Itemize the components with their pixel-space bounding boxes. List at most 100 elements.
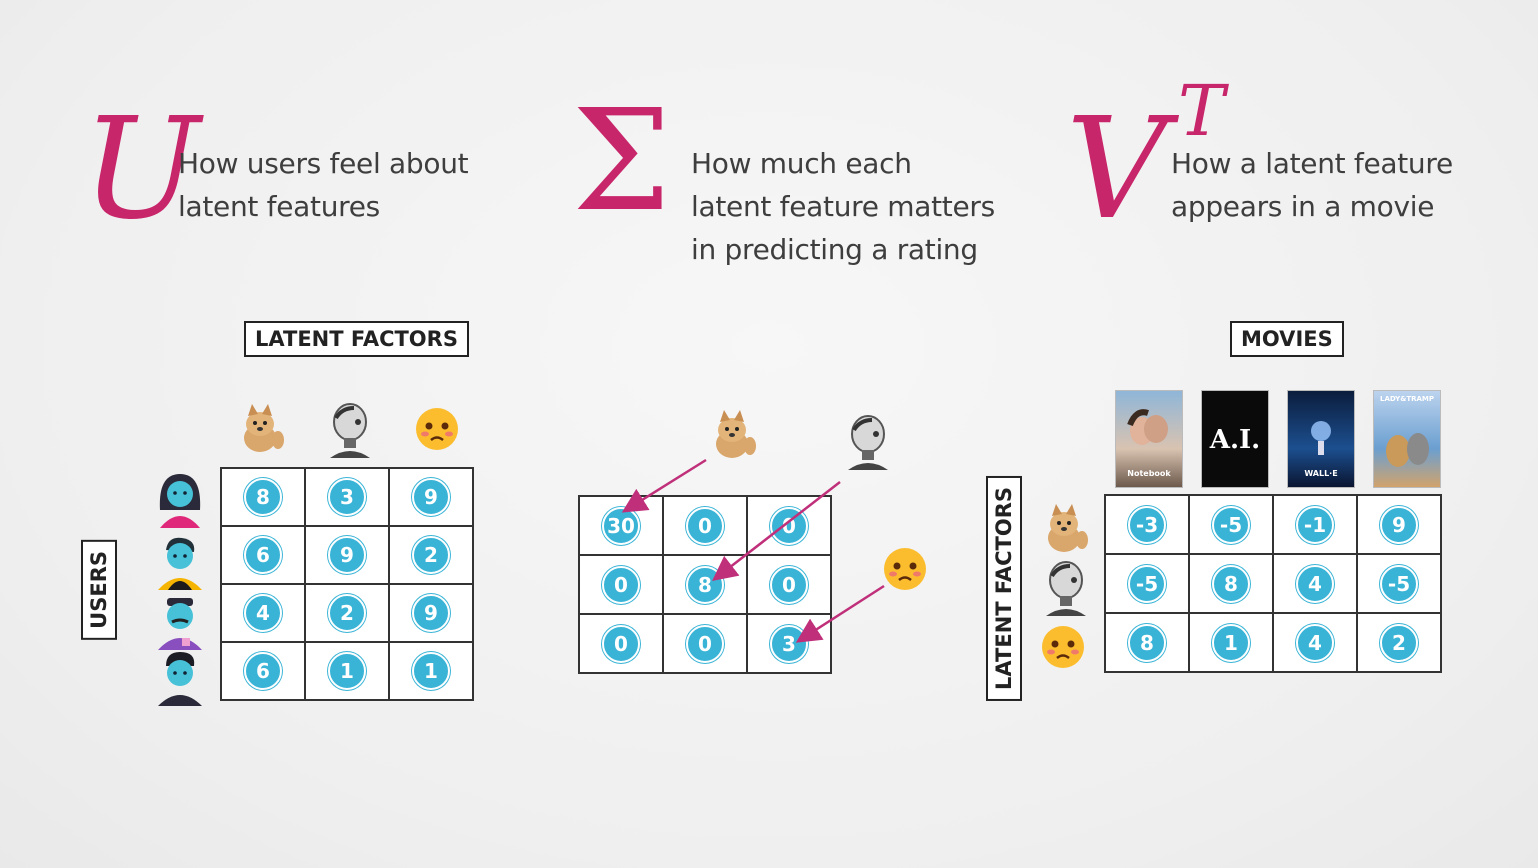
poster-title: WALL·E (1304, 469, 1338, 478)
matrix-cell: 9 (1356, 494, 1442, 555)
vt-desc-line: appears in a movie (1171, 190, 1435, 223)
dog-icon (716, 410, 756, 458)
latent-factors-label: LATENT FACTORS (244, 321, 469, 357)
matrix-cell: 0 (662, 495, 748, 556)
matrix-cell: 6 (220, 525, 306, 585)
cell-value: 4 (244, 594, 282, 632)
matrix-cell: 8 (1188, 553, 1274, 614)
matrix-row: -3 -5 -1 9 (1104, 494, 1442, 555)
v-symbol: V (1066, 88, 1168, 251)
vt-desc-line: How a latent feature (1171, 147, 1453, 180)
matrix-cell: 2 (388, 525, 474, 585)
cell-value: 8 (244, 478, 282, 516)
cell-value: 3 (770, 624, 808, 663)
sad-face-icon (884, 548, 926, 590)
cell-value: 3 (328, 478, 366, 516)
user-avatar-icon (159, 474, 201, 528)
user-avatar-icon (158, 652, 202, 706)
robot-icon (848, 415, 888, 470)
cell-value: 1 (328, 652, 366, 690)
matrix-cell: -5 (1188, 494, 1274, 555)
matrix-cell: 2 (1356, 612, 1442, 673)
matrix-cell: 9 (304, 525, 390, 585)
sigma-desc-line: in predicting a rating (691, 233, 978, 266)
cell-value: 0 (686, 624, 724, 663)
cell-value: 9 (1380, 505, 1418, 544)
movie-poster-lady-tramp: LADY&TRAMP (1373, 390, 1441, 488)
sad-face-icon (416, 408, 458, 450)
matrix-cell: 3 (304, 467, 390, 527)
matrix-cell: 2 (304, 583, 390, 643)
movie-poster-walle: WALL·E (1287, 390, 1355, 488)
dog-icon (244, 404, 284, 452)
matrix-row: -5 8 4 -5 (1104, 553, 1442, 614)
cell-value: 8 (1128, 623, 1166, 662)
u-desc-line: How users feel about (178, 147, 469, 180)
matrix-cell: 1 (388, 641, 474, 701)
cell-value: 4 (1296, 564, 1334, 603)
matrix-cell: -5 (1104, 553, 1190, 614)
arrow-robot-to-8 (712, 481, 841, 582)
u-desc-line: latent features (178, 190, 380, 223)
cell-value: -1 (1296, 505, 1334, 544)
matrix-cell: 0 (746, 554, 832, 615)
vt-description: How a latent feature appears in a movie (1171, 142, 1453, 228)
cell-value: 1 (412, 652, 450, 690)
poster-title: Notebook (1127, 469, 1171, 478)
cell-value: 0 (770, 565, 808, 604)
matrix-row: 0 0 3 (578, 613, 832, 674)
sad-face-icon (1042, 626, 1084, 668)
cell-value: 30 (602, 506, 640, 545)
dogs-icon (1386, 433, 1429, 467)
arrow-dog-to-30 (621, 458, 707, 513)
cell-value: 0 (686, 506, 724, 545)
arrow-sad-to-3 (795, 584, 885, 643)
poster-title: LADY&TRAMP (1379, 395, 1435, 403)
matrix-row: 6 9 2 (220, 525, 474, 585)
cell-value: 8 (1212, 564, 1250, 603)
matrix-row: 6 1 1 (220, 641, 474, 701)
matrix-cell: 30 (578, 495, 664, 556)
matrix-cell: 0 (662, 613, 748, 674)
robot-icon (1046, 561, 1086, 616)
dog-icon (1048, 504, 1088, 552)
cell-value: 4 (1296, 623, 1334, 662)
sigma-description: How much each latent feature matters in … (691, 142, 995, 271)
cell-value: 9 (412, 478, 450, 516)
matrix-cell: 0 (746, 495, 832, 556)
cell-value: -5 (1128, 564, 1166, 603)
movie-poster-notebook: Notebook (1115, 390, 1183, 488)
matrix-row: 8 3 9 (220, 467, 474, 527)
cell-value: 9 (328, 536, 366, 574)
cell-value: -3 (1128, 505, 1166, 544)
matrix-cell: 8 (1104, 612, 1190, 673)
matrix-cell: 6 (220, 641, 306, 701)
matrix-cell: -5 (1356, 553, 1442, 614)
movies-label: MOVIES (1230, 321, 1344, 357)
movie-poster-ai: A.I. (1201, 390, 1269, 488)
cell-value: 0 (602, 624, 640, 663)
u-description: How users feel about latent features (178, 142, 469, 228)
sigma-desc-line: latent feature matters (691, 190, 995, 223)
matrix-cell: 0 (578, 554, 664, 615)
matrix-cell: 4 (1272, 553, 1358, 614)
sigma-symbol: Σ (572, 80, 671, 243)
user-avatar-icon (158, 598, 202, 650)
matrix-cell: 9 (388, 467, 474, 527)
couple-kiss-icon (1127, 409, 1168, 445)
cell-value: 6 (244, 652, 282, 690)
cell-value: 6 (244, 536, 282, 574)
cell-value: 2 (412, 536, 450, 574)
cell-value: 1 (1212, 623, 1250, 662)
cell-value: 2 (328, 594, 366, 632)
matrix-cell: 9 (388, 583, 474, 643)
matrix-cell: 8 (220, 467, 306, 527)
robot-silhouette-icon (1311, 421, 1331, 455)
cell-value: -5 (1212, 505, 1250, 544)
